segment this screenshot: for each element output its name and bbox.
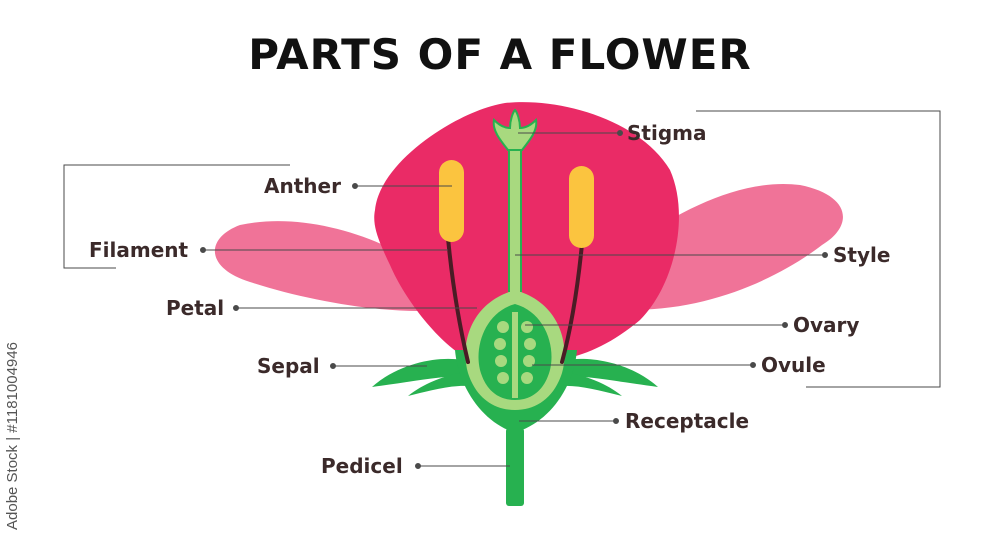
- anther-right: [569, 166, 594, 248]
- label-style: Style: [833, 243, 891, 267]
- watermark-side-text: Adobe Stock | #1181004946: [4, 342, 21, 530]
- sepal-left: [372, 358, 465, 387]
- label-stigma: Stigma: [627, 121, 707, 145]
- style-outline: [508, 150, 522, 292]
- male-bracket: [63, 164, 290, 269]
- sepal-left-2: [408, 372, 468, 396]
- label-petal: Petal: [166, 296, 225, 320]
- page-title: PARTS OF A FLOWER: [248, 30, 752, 79]
- ovary-axis: [512, 312, 518, 398]
- label-receptacle: Receptacle: [625, 409, 750, 433]
- pedicel-stem: [506, 428, 524, 506]
- ovules: [494, 321, 536, 384]
- label-ovary: Ovary: [793, 313, 860, 337]
- female-bracket: [696, 110, 941, 388]
- anther-left: [439, 160, 464, 242]
- label-anther: Anther: [264, 174, 341, 198]
- stigma-shape: [492, 108, 538, 151]
- leader-lines: [200, 130, 828, 469]
- label-ovule: Ovule: [761, 353, 826, 377]
- filament-right: [560, 242, 584, 364]
- sepal-right: [565, 358, 658, 387]
- label-pedicel: Pedicel: [321, 454, 403, 478]
- sepal-right-2: [562, 372, 622, 396]
- label-sepal: Sepal: [257, 354, 320, 378]
- label-filament: Filament: [89, 238, 189, 262]
- filament-left: [446, 236, 470, 364]
